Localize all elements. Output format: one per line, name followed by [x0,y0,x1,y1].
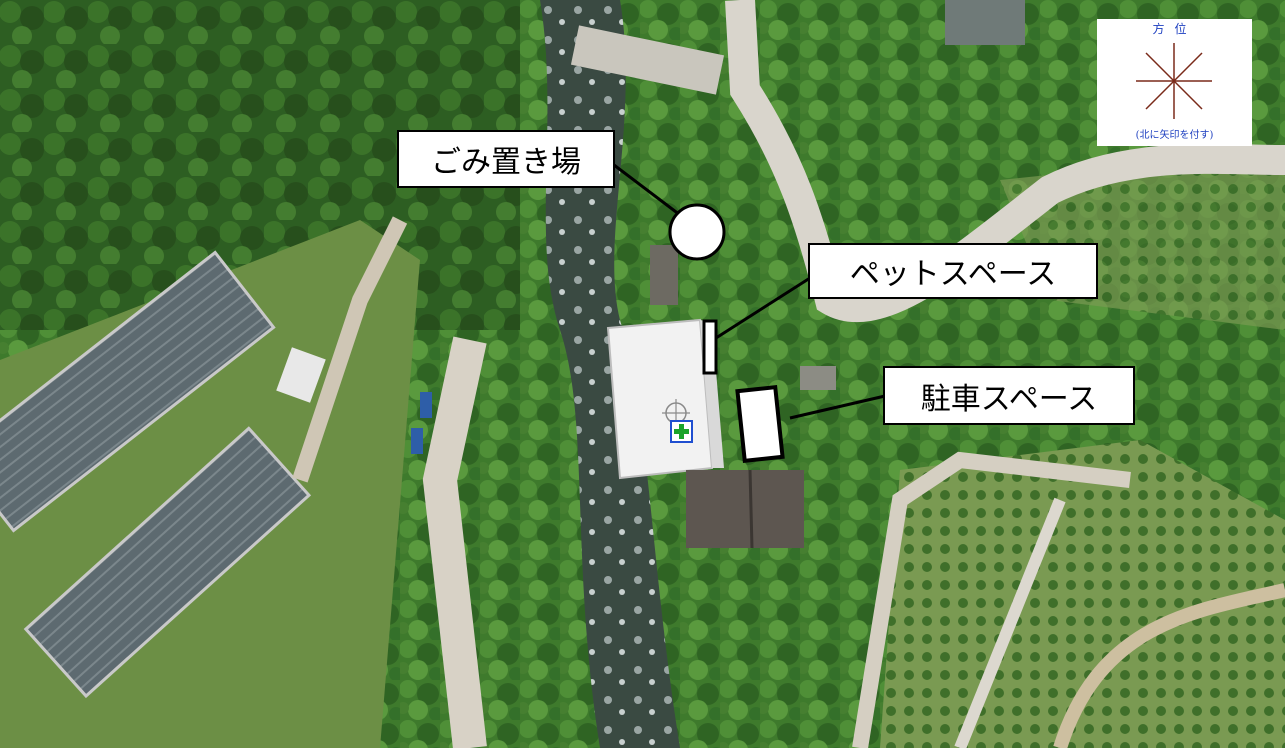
compass-note: (北に矢印を付す) [1135,130,1214,141]
garbage-marker [668,203,726,261]
parking-space-label: 駐車スペース [883,366,1135,425]
compass-rose-icon [1136,43,1212,119]
pet-space-marker [702,319,718,375]
pet-space-label: ペットスペース [808,243,1098,299]
first-aid-icon [670,420,693,443]
compass-title: 方位 [1152,22,1197,36]
garbage-area-label: ごみ置き場 [397,130,615,188]
compass-box: 方位 (北に矢印を付す) [1097,19,1252,146]
parking-space-marker [735,385,785,463]
